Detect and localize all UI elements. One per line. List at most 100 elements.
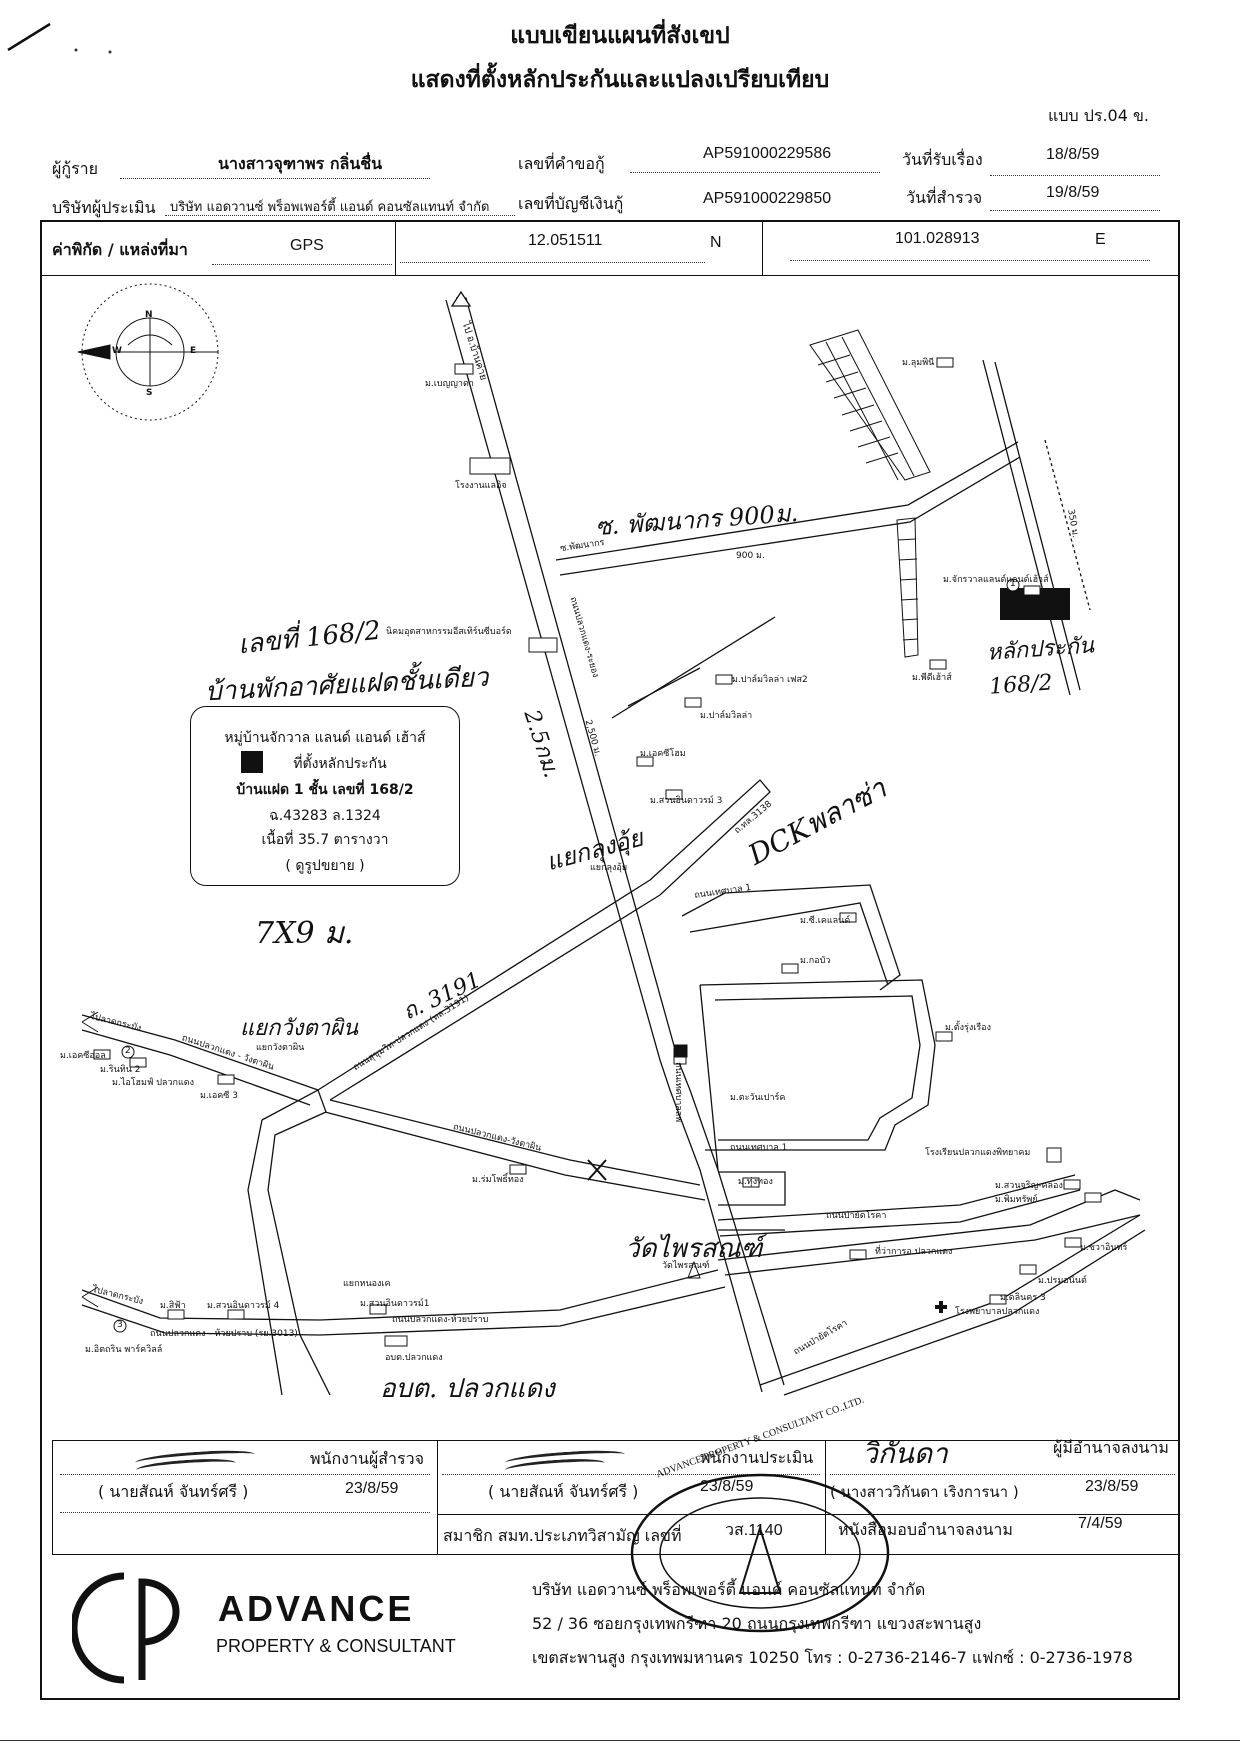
label-market: ที่ว่าการอ.ปลวกแดง xyxy=(875,1247,953,1257)
road-thetsaban1-s xyxy=(689,902,889,986)
label-m-palm-villa2: ม.ปาล์มวิลล่า เฟส2 xyxy=(732,675,808,685)
label-m-promonth: ม.ปรมอนันต์ xyxy=(1038,1276,1087,1286)
road-main-west xyxy=(445,299,763,1393)
road-pa-2s xyxy=(724,1214,1141,1276)
hand-temple: วัดไพรสณฑ์ xyxy=(625,1234,763,1264)
coords-lon-dir: E xyxy=(1095,231,1106,248)
label-junction-lung: แยกลุงอุ้ย xyxy=(590,863,628,873)
label-m-benya: ม.เบญญาดา xyxy=(425,379,474,389)
label-junction-wang: แยกวังตาผิน xyxy=(256,1043,305,1053)
arrow-west-1 xyxy=(81,1011,99,1033)
soi-phatthanakon-s xyxy=(559,456,1021,576)
legend-box: หมู่บ้านจักวาล แลนด์ แอนด์ เฮ้าส์ ที่ตั้… xyxy=(190,706,460,886)
label-m-tawan: ม.ตะวันเปาร์ค xyxy=(730,1093,786,1103)
compass-w: W xyxy=(112,346,122,356)
road-palm xyxy=(611,616,776,719)
survey-date: 19/8/59 xyxy=(1046,184,1100,201)
circle-3-num: 3 xyxy=(117,1320,123,1330)
compass-n: N xyxy=(145,310,153,320)
logo-sub: PROPERTY & CONSULTANT xyxy=(216,1636,456,1656)
label-m-ecohome: ม.เอคซีออล xyxy=(60,1051,106,1061)
member-label: สมาชิก สมท.ประเภทวิสามัญ เลขที่ xyxy=(443,1526,682,1545)
circle-3 xyxy=(113,1319,127,1333)
label-sao: อบต.ปลวกแดง xyxy=(385,1353,443,1363)
road-sw-1 xyxy=(261,1089,327,1336)
road-loop-west xyxy=(699,984,719,1171)
surveyor-date: 23/8/59 xyxy=(345,1480,399,1497)
label-m-ekarin: ม.อิตถริน พาร์ควิลล์ xyxy=(85,1345,163,1355)
appraiser-label: บริษัทผู้ประเมิน xyxy=(52,198,156,217)
received-date: 18/8/59 xyxy=(1046,146,1100,163)
hospital-icon xyxy=(935,1301,947,1313)
label-m-pimsap: ม.พิมทรัพย์ xyxy=(995,1195,1038,1205)
label-m-kobua: ม.กอบัว xyxy=(800,956,831,966)
legend-collateral-swatch xyxy=(241,751,263,773)
circle-1-num: 1 xyxy=(1010,579,1016,589)
label-road-plkd-huai: ถนนปลวกแดง-ห้วยปราบ xyxy=(392,1315,489,1325)
crossing-mark xyxy=(587,1159,607,1181)
label-road-plkd-huai2: ถนนปลวกแดง - ห้วยปราบ (รย.3013) xyxy=(150,1329,298,1339)
coords-col2 xyxy=(762,220,763,275)
title-line-1: แบบเขียนแผนที่สังเขป xyxy=(510,23,730,49)
loan-account-no: AP591000229850 xyxy=(703,190,832,207)
borrower-label: ผู้กู้ราย xyxy=(52,159,99,178)
address-line-1: 52 / 36 ซอยกรุงเทพกรีฑา 20 ถนนกรุงเทพกรี… xyxy=(532,1614,982,1633)
label-factory: โรงงานแลอิจ xyxy=(455,481,507,491)
coords-lon-dots xyxy=(790,260,1150,261)
hand-collateral: หลักประกัน 168/2 xyxy=(986,633,1095,700)
label-junction-nong: แยกหนองเค xyxy=(343,1279,391,1289)
label-m-lumbi: ม.ลุมพินี xyxy=(902,358,935,368)
label-m-suan-jaroen: ม.สวนจริญ-คลอง xyxy=(995,1181,1063,1191)
coords-lat-dots xyxy=(400,262,705,263)
block-1 xyxy=(718,1171,786,1206)
building-icons xyxy=(93,357,1102,1347)
label-m-suan3: ม.สวนอินดาวรม์ 3 xyxy=(650,796,723,806)
appraiser-dots xyxy=(165,215,515,216)
label-m-suan1: ม.สวนอินดาวรม์1 xyxy=(360,1299,430,1309)
document-frame xyxy=(40,220,1180,1700)
road-wang-east-s xyxy=(324,1111,706,1201)
coords-label: ค่าพิกัด / แหล่งที่มา xyxy=(52,240,188,259)
coords-source-dots xyxy=(212,264,392,265)
label-hospital: โรงพยาบาลปลวกแดง xyxy=(955,1307,1040,1317)
circle-2 xyxy=(121,1045,135,1059)
coords-divider xyxy=(40,275,1180,276)
signoff-col1 xyxy=(437,1440,438,1555)
signoff-table xyxy=(52,1440,1180,1555)
label-m-thepnimit: ม.ทุ่งทอง xyxy=(738,1177,773,1187)
label-m-ecosi3: ม.เอคซี 3 xyxy=(200,1091,238,1101)
soi-phatthanakon-n xyxy=(555,441,1019,561)
compass-rose xyxy=(77,283,219,421)
logo-word: ADVANCE xyxy=(218,1588,415,1629)
temple-icon xyxy=(687,1260,701,1279)
circle-1 xyxy=(1006,578,1020,592)
road-3138 xyxy=(649,779,771,896)
survey-date-dots xyxy=(990,210,1160,211)
authority-dots xyxy=(830,1474,1175,1475)
road-wang-west-s xyxy=(81,1029,311,1106)
coords-lon: 101.028913 xyxy=(895,230,980,247)
label-dist-900: 900 ม. xyxy=(736,551,765,561)
received-date-label: วันที่รับเรื่อง xyxy=(902,150,983,169)
road-far-east-2 xyxy=(994,361,1081,691)
label-m-ecoholm: ม.เอคซีโฮม xyxy=(640,749,686,759)
road-wang-east-n xyxy=(329,1099,701,1186)
legend-line-3: บ้านแฝด 1 ชั้น เลขที่ 168/2 xyxy=(236,782,414,798)
survey-date-label: วันที่สำรวจ xyxy=(906,188,983,207)
appraiser-name: ( นายสัณห์ จันทร์ศรี ) xyxy=(488,1482,639,1501)
road-loop-outer xyxy=(699,979,936,1151)
label-road-thetsaban1b: ถนนเทศบาล 1 xyxy=(730,1143,788,1153)
delegate-date: 7/4/59 xyxy=(1078,1515,1123,1532)
coords-source: GPS xyxy=(290,237,324,254)
road-3191-s xyxy=(329,894,661,1101)
signoff-col2 xyxy=(825,1440,826,1555)
form-code: แบบ ปร.04 ข. xyxy=(1048,106,1150,125)
label-m-sipha: ม.สิฟ้า xyxy=(160,1301,186,1311)
label-m-cha: ม.ชวาอินทร์ xyxy=(1080,1243,1128,1253)
road-far-east-1 xyxy=(982,359,1071,696)
company-logo-mark xyxy=(72,1572,180,1684)
label-m-ck-land: ม.ซี.เคแลนด์ xyxy=(800,916,851,926)
address-line-2: เขตสะพานสูง กรุงเทพมหานคร 10250 โทร : 0-… xyxy=(532,1648,1133,1667)
label-m-tangrung: ม.ตั้งรุ่งเรือง xyxy=(945,1023,991,1033)
authority-role: ผู้มีอำนาจลงนาม xyxy=(1053,1438,1169,1457)
